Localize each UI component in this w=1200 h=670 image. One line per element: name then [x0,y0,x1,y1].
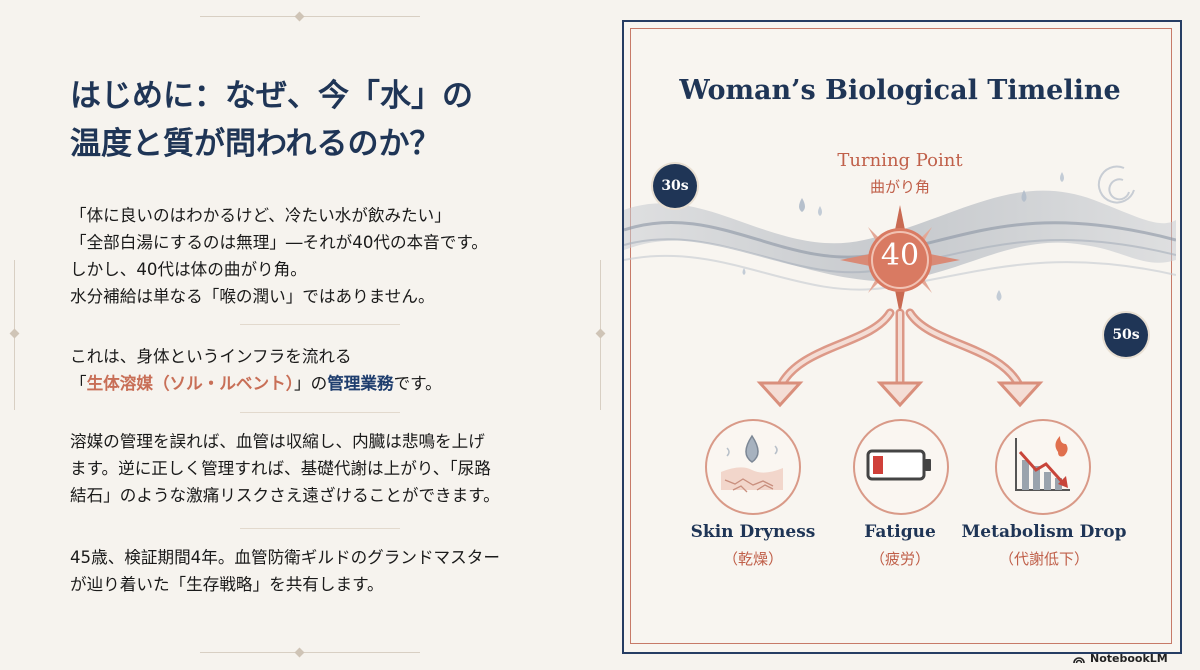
risk-paragraph: 溶媒の管理を誤れば、血管は収縮し、内臓は悲鳴を上げ ます。逆に正しく管理すれば、… [70,428,570,509]
brand-name: NotebookLM [1090,652,1168,665]
intro-paragraph: 「体に良いのはわかるけど、冷たい水が飲みたい」 「全部白湯にするのは無理」―それ… [70,202,570,310]
divider-2 [240,412,400,413]
divider-1 [240,324,400,325]
solvent-quote-open: 「 [70,374,87,393]
turning-point-label: Turning Point [837,150,963,171]
risk-line1: 溶媒の管理を誤れば、血管は収縮し、内臓は悲鳴を上げ [70,432,485,451]
divider-3 [240,528,400,529]
closing-paragraph: 45歳、検証期間4年。血管防衛ギルドのグランドマスター が辿り着いた「生存戦略」… [70,544,570,598]
low-battery-icon [866,449,931,481]
mid-ornament-diamond [595,328,606,339]
solvent-quote-close: 」の [294,374,328,393]
compass-star-icon [840,205,960,315]
intro-line1: 「体に良いのはわかるけど、冷たい水が飲みたい」 [70,206,451,225]
effect-label-metabolism-drop: Metabolism Drop [961,522,1127,542]
effect-label-skin-dryness: Skin Dryness [690,522,816,542]
top-ornament-line [200,16,420,17]
risk-line2: ます。逆に正しく管理すれば、基礎代謝は上がり、「尿路 [70,459,491,478]
closing-line1: 45歳、検証期間4年。血管防衛ギルドのグランドマスター [70,548,500,567]
turning-point-label-ja: 曲がり角 [869,178,930,196]
page-title-line1: はじめに：なぜ、今「水」の [70,78,473,114]
effect-label-fatigue-ja: （疲労） [869,550,930,568]
age-badge-30s: 30s [653,164,697,208]
highlight-bio-solvent: 生体溶媒（ソル・ルベント） [86,374,295,393]
page-title: はじめに：なぜ、今「水」の 温度と質が問われるのか？ [70,72,590,168]
bottom-ornament-diamond [294,647,305,658]
solvent-suffix: です。 [393,374,442,393]
page-title-line2: 温度と質が問われるのか？ [70,126,441,162]
effect-label-fatigue: Fatigue [864,522,936,542]
closing-line2: が辿り着いた「生存戦略」を共有します。 [70,575,384,594]
timeline-frame-inner [630,28,1172,644]
timeline-title: Woman’s Biological Timeline [679,75,1121,106]
branch-arrows [756,308,1044,408]
intro-line4: 水分補給は単なる「喉の潤い」ではありません。 [70,287,435,306]
top-ornament-diamond [294,11,305,22]
intro-line3: しかし、40代は体の曲がり角。 [70,260,307,279]
declining-chart-icon [1015,436,1070,491]
risk-line3: 結石」のような激痛リスクさえ遠ざけることができます。 [70,486,500,505]
intro-line2: 「全部白湯にするのは無理」―それが40代の本音です。 [70,233,488,252]
effect-label-skin-dryness-ja: （乾燥） [722,550,783,568]
bottom-ornament-line [200,652,420,653]
left-ornament-diamond [9,328,20,339]
skin-dryness-circle [705,419,801,515]
age-badge-50s: 50s [1104,313,1148,357]
notebooklm-logo-icon [1073,657,1085,664]
center-age-value: 40 [880,238,920,273]
solvent-paragraph: これは、身体というインフラを流れる 「生体溶媒（ソル・ルベント）」の管理業務です… [70,343,570,397]
dry-skin-icon [721,434,783,493]
effect-label-metabolism-drop-ja: （代謝低下） [998,550,1089,568]
highlight-management: 管理業務 [327,374,394,393]
solvent-line1: これは、身体というインフラを流れる [70,347,352,366]
